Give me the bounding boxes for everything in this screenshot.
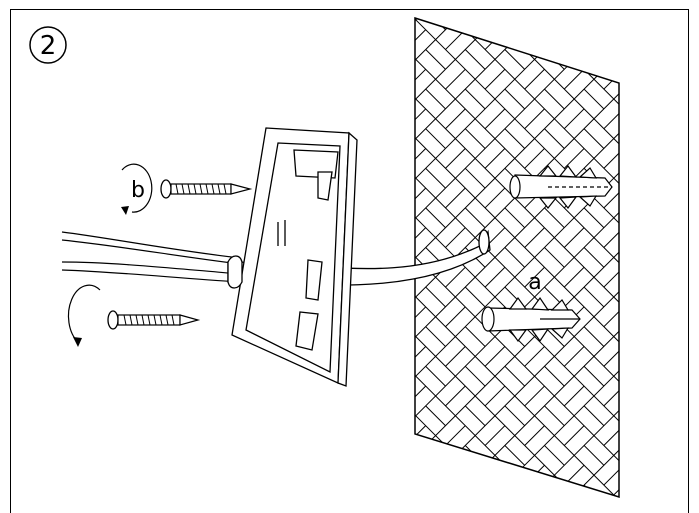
wall-anchor-a: a [481, 270, 581, 343]
wall-anchor-upper [509, 165, 613, 209]
label-a: a [528, 270, 541, 295]
screw-b: b [121, 163, 253, 215]
step-number-badge: 2 [29, 26, 67, 64]
cable-bundle [61, 231, 241, 283]
step-number: 2 [40, 31, 57, 61]
mounting-bracket [227, 127, 358, 387]
wall [414, 16, 620, 499]
illustration-frame [10, 9, 689, 513]
label-b: b [131, 178, 145, 203]
screw-lower [67, 284, 201, 347]
